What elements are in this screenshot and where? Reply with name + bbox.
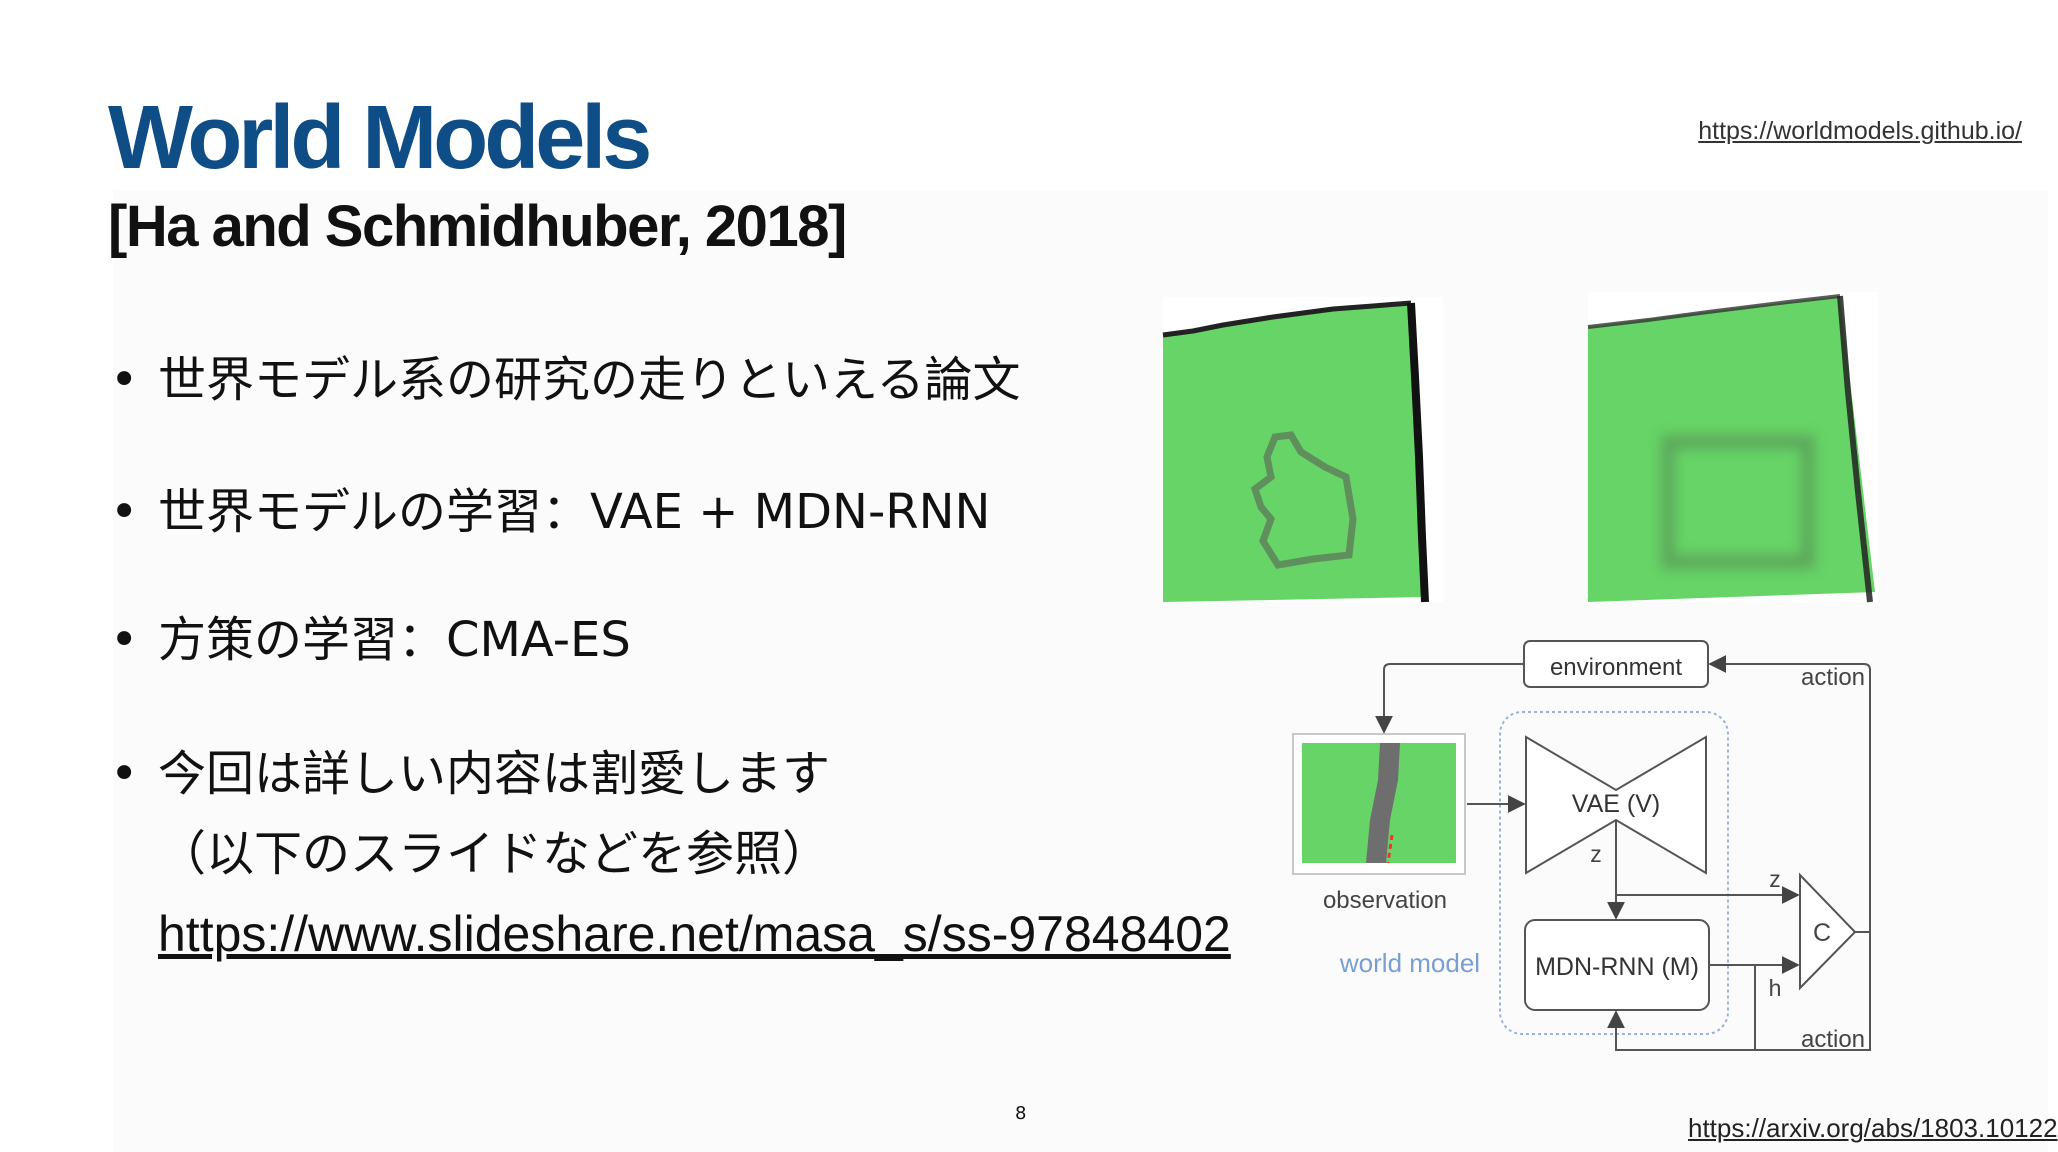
mdn-rnn-label: MDN-RNN (M): [1535, 953, 1699, 981]
controller-label: C: [1813, 919, 1831, 947]
slideshare-link[interactable]: https://www.slideshare.net/masa_s/ss-978…: [158, 906, 1231, 962]
bullet-list: 世界モデル系の研究の走りといえる論文 世界モデルの学習：VAE + MDN-RN…: [110, 350, 1231, 974]
observation-label: observation: [1323, 887, 1447, 914]
bullet-item: 世界モデルの学習：VAE + MDN-RNN: [110, 482, 1231, 542]
action-label-bottom: action: [1801, 1026, 1865, 1053]
bullet-item: 今回は詳しい内容は割愛します （以下のスライドなどを参照） https://ww…: [110, 734, 1231, 974]
h-label: h: [1769, 975, 1782, 1001]
slide-subtitle: [Ha and Schmidhuber, 2018]: [108, 194, 847, 259]
bullet-line: （以下のスライドなどを参照）: [158, 826, 831, 882]
world-model-label: world model: [1339, 948, 1480, 978]
z-label-controller: z: [1769, 866, 1781, 892]
car-racing-frame-reconstruction: [1587, 292, 1878, 603]
bullet-item: 方策の学習：CMA-ES: [110, 610, 1231, 670]
environment-label: environment: [1550, 654, 1682, 681]
world-model-diagram: environment world model observation VAE …: [1292, 640, 1871, 1053]
action-label-top: action: [1801, 664, 1865, 691]
car-racing-frame-actual: [1162, 297, 1443, 603]
arxiv-link[interactable]: https://arxiv.org/abs/1803.10122: [1688, 1113, 2058, 1143]
bullet-item: 世界モデル系の研究の走りといえる論文: [110, 350, 1231, 410]
bullet-line: 今回は詳しい内容は割愛します: [158, 746, 831, 802]
world-model-boundary: [1499, 711, 1729, 1035]
worldmodels-link[interactable]: https://worldmodels.github.io/: [1698, 117, 2022, 145]
slide-title: World Models: [108, 88, 652, 188]
z-label-vae: z: [1590, 841, 1602, 867]
page-number: 8: [1015, 1103, 1027, 1124]
vae-label: VAE (V): [1572, 790, 1660, 818]
controller-triangle: [1799, 872, 1857, 991]
vae-encoder-decoder: [1525, 735, 1707, 875]
